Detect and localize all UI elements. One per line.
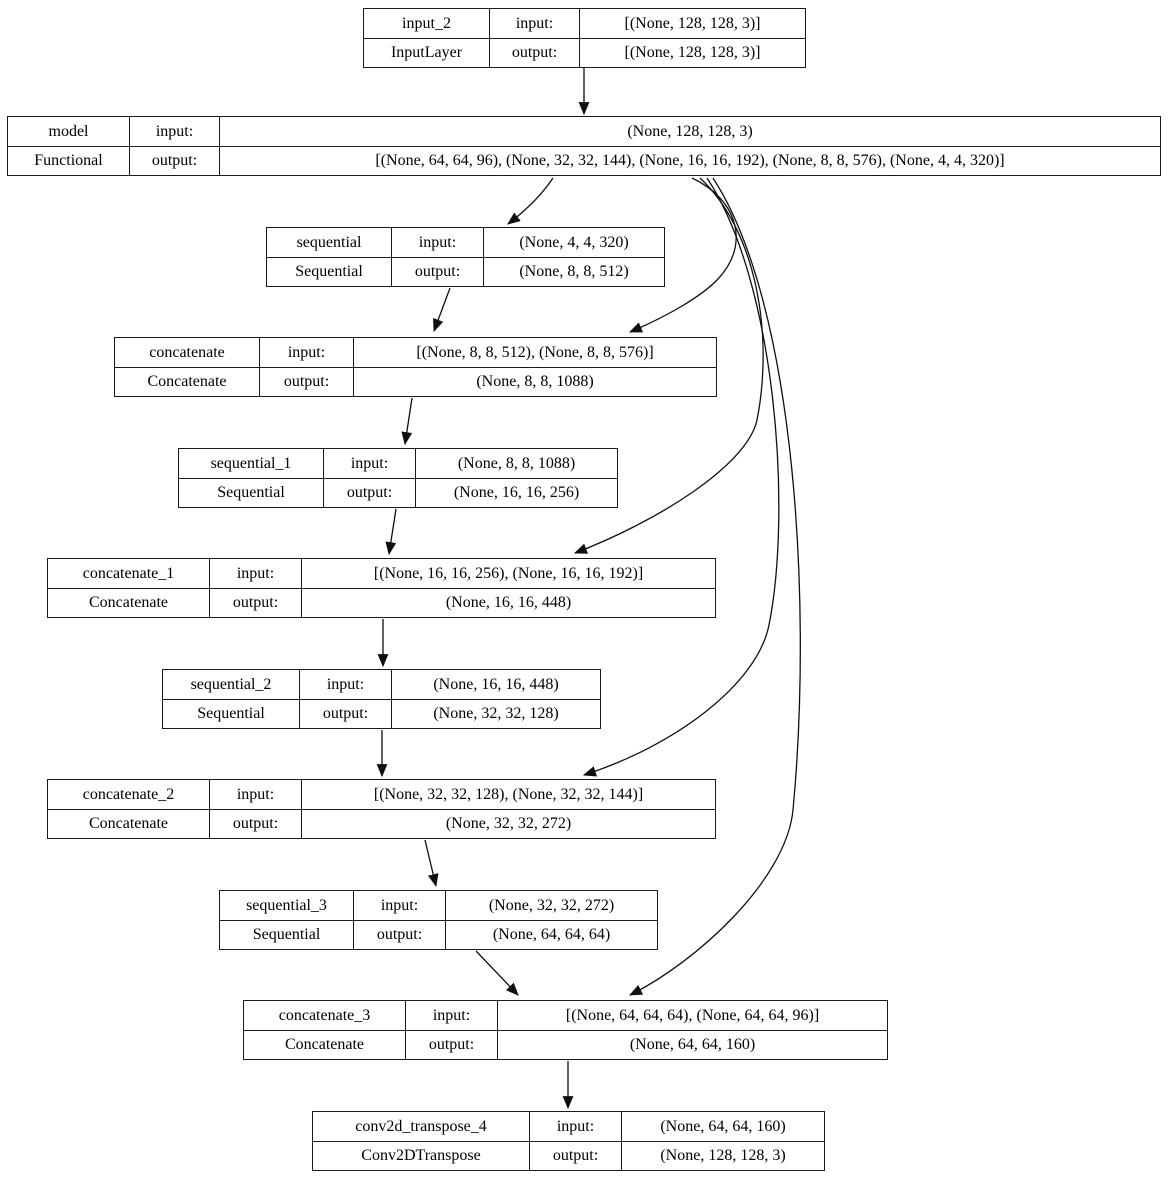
node-sequential_1: sequential_1 input:(None, 8, 8, 1088) Sequ… bbox=[178, 448, 618, 508]
input-shape: [(None, 64, 64, 64), (None, 64, 64, 96)] bbox=[497, 1001, 887, 1030]
input-shape: (None, 4, 4, 320) bbox=[483, 228, 664, 257]
layer-name: sequential_1 bbox=[210, 454, 292, 472]
edge-sequential_3-to-concatenate_3 bbox=[475, 950, 519, 996]
input-shape: [(None, 8, 8, 512), (None, 8, 8, 576)] bbox=[353, 338, 716, 367]
layer-class: Concatenate bbox=[48, 588, 209, 617]
input-label: input: bbox=[353, 891, 445, 920]
layer-class: Concatenate bbox=[244, 1030, 405, 1059]
output-shape: [(None, 128, 128, 3)] bbox=[579, 38, 805, 67]
output-label: output: bbox=[489, 38, 579, 67]
node-sequential_3: sequential_3 input:(None, 32, 32, 272) Seq… bbox=[219, 890, 658, 950]
edge-concatenate-to-sequential_1 bbox=[401, 397, 413, 446]
output-label: output: bbox=[209, 809, 301, 838]
output-shape: (None, 32, 32, 128) bbox=[391, 699, 600, 728]
layer-name: concatenate_1 bbox=[82, 564, 175, 582]
output-label: output: bbox=[353, 920, 445, 949]
input-shape: [(None, 32, 32, 128), (None, 32, 32, 144… bbox=[301, 780, 715, 809]
output-label: output: bbox=[323, 478, 415, 507]
input-label: input: bbox=[529, 1112, 621, 1141]
output-shape: [(None, 64, 64, 96), (None, 32, 32, 144)… bbox=[219, 146, 1160, 175]
output-shape: (None, 64, 64, 160) bbox=[497, 1030, 887, 1059]
layer-name: sequential_3 bbox=[246, 896, 327, 914]
layer-name: concatenate bbox=[149, 343, 225, 361]
layer-name: concatenate_2 bbox=[82, 785, 175, 803]
node-concatenate_2: concatenate_2 input:[(None, 32, 32, 128),… bbox=[47, 779, 716, 839]
layer-class: Sequential bbox=[179, 478, 323, 507]
input-shape: (None, 64, 64, 160) bbox=[621, 1112, 824, 1141]
output-shape: (None, 64, 64, 64) bbox=[445, 920, 657, 949]
input-shape: [(None, 128, 128, 3)] bbox=[579, 9, 805, 38]
output-label: output: bbox=[405, 1030, 497, 1059]
layer-class: Conv2DTranspose bbox=[313, 1141, 529, 1170]
layer-name: sequential_2 bbox=[190, 675, 272, 693]
node-sequential_2: sequential_2 input:(None, 16, 16, 448) Seq… bbox=[162, 669, 601, 729]
input-shape: (None, 8, 8, 1088) bbox=[415, 449, 617, 478]
input-label: input: bbox=[259, 338, 353, 367]
layer-class: Functional bbox=[8, 146, 129, 175]
output-shape: (None, 8, 8, 512) bbox=[483, 257, 664, 286]
node-input_2: input_2 input:[(None, 128, 128, 3)] InputL… bbox=[363, 8, 806, 68]
layer-class: Sequential bbox=[267, 257, 391, 286]
output-shape: (None, 8, 8, 1088) bbox=[353, 367, 716, 396]
layer-name: conv2d_transpose_4 bbox=[355, 1117, 487, 1135]
output-shape: (None, 32, 32, 272) bbox=[301, 809, 715, 838]
layer-class: Sequential bbox=[220, 920, 353, 949]
layer-name: concatenate_3 bbox=[278, 1006, 371, 1024]
output-label: output: bbox=[299, 699, 391, 728]
input-shape: [(None, 16, 16, 256), (None, 16, 16, 192… bbox=[301, 559, 715, 588]
output-shape: (None, 16, 16, 256) bbox=[415, 478, 617, 507]
output-label: output: bbox=[209, 588, 301, 617]
node-concatenate_1: concatenate_1 input:[(None, 16, 16, 256),… bbox=[47, 558, 716, 618]
output-shape: (None, 16, 16, 448) bbox=[301, 588, 715, 617]
input-label: input: bbox=[299, 670, 391, 699]
output-label: output: bbox=[391, 257, 483, 286]
layer-name: model bbox=[48, 122, 89, 140]
edge-concatenate_2-to-sequential_3 bbox=[424, 839, 439, 888]
input-label: input: bbox=[391, 228, 483, 257]
input-label: input: bbox=[209, 559, 301, 588]
input-shape: (None, 32, 32, 272) bbox=[445, 891, 657, 920]
node-model: model input:(None, 128, 128, 3) Functional… bbox=[7, 116, 1161, 176]
layer-name: sequential bbox=[296, 233, 362, 251]
output-label: output: bbox=[129, 146, 219, 175]
node-concatenate: concatenate input:[(None, 8, 8, 512), (No… bbox=[114, 337, 717, 397]
input-label: input: bbox=[405, 1001, 497, 1030]
layer-class: Concatenate bbox=[115, 367, 259, 396]
input-label: input: bbox=[129, 117, 219, 146]
input-shape: (None, 128, 128, 3) bbox=[219, 117, 1160, 146]
layer-class: Sequential bbox=[163, 699, 299, 728]
input-label: input: bbox=[323, 449, 415, 478]
input-label: input: bbox=[489, 9, 579, 38]
edge-sequential-to-concatenate bbox=[433, 287, 451, 333]
edge-model-to-sequential bbox=[507, 177, 554, 225]
output-shape: (None, 128, 128, 3) bbox=[621, 1141, 824, 1170]
layer-class: Concatenate bbox=[48, 809, 209, 838]
output-label: output: bbox=[529, 1141, 621, 1170]
node-conv2d_transpose_4: conv2d_transpose_4 input:(None, 64, 64, 1… bbox=[312, 1111, 825, 1171]
node-sequential: sequential input:(None, 4, 4, 320) Sequent… bbox=[266, 227, 665, 287]
input-label: input: bbox=[209, 780, 301, 809]
input-shape: (None, 16, 16, 448) bbox=[391, 670, 600, 699]
output-label: output: bbox=[259, 367, 353, 396]
edge-sequential_1-to-concatenate_1 bbox=[385, 508, 397, 556]
node-concatenate_3: concatenate_3 input:[(None, 64, 64, 64), … bbox=[243, 1000, 888, 1060]
layer-name: input_2 bbox=[402, 14, 451, 32]
layer-class: InputLayer bbox=[364, 38, 489, 67]
